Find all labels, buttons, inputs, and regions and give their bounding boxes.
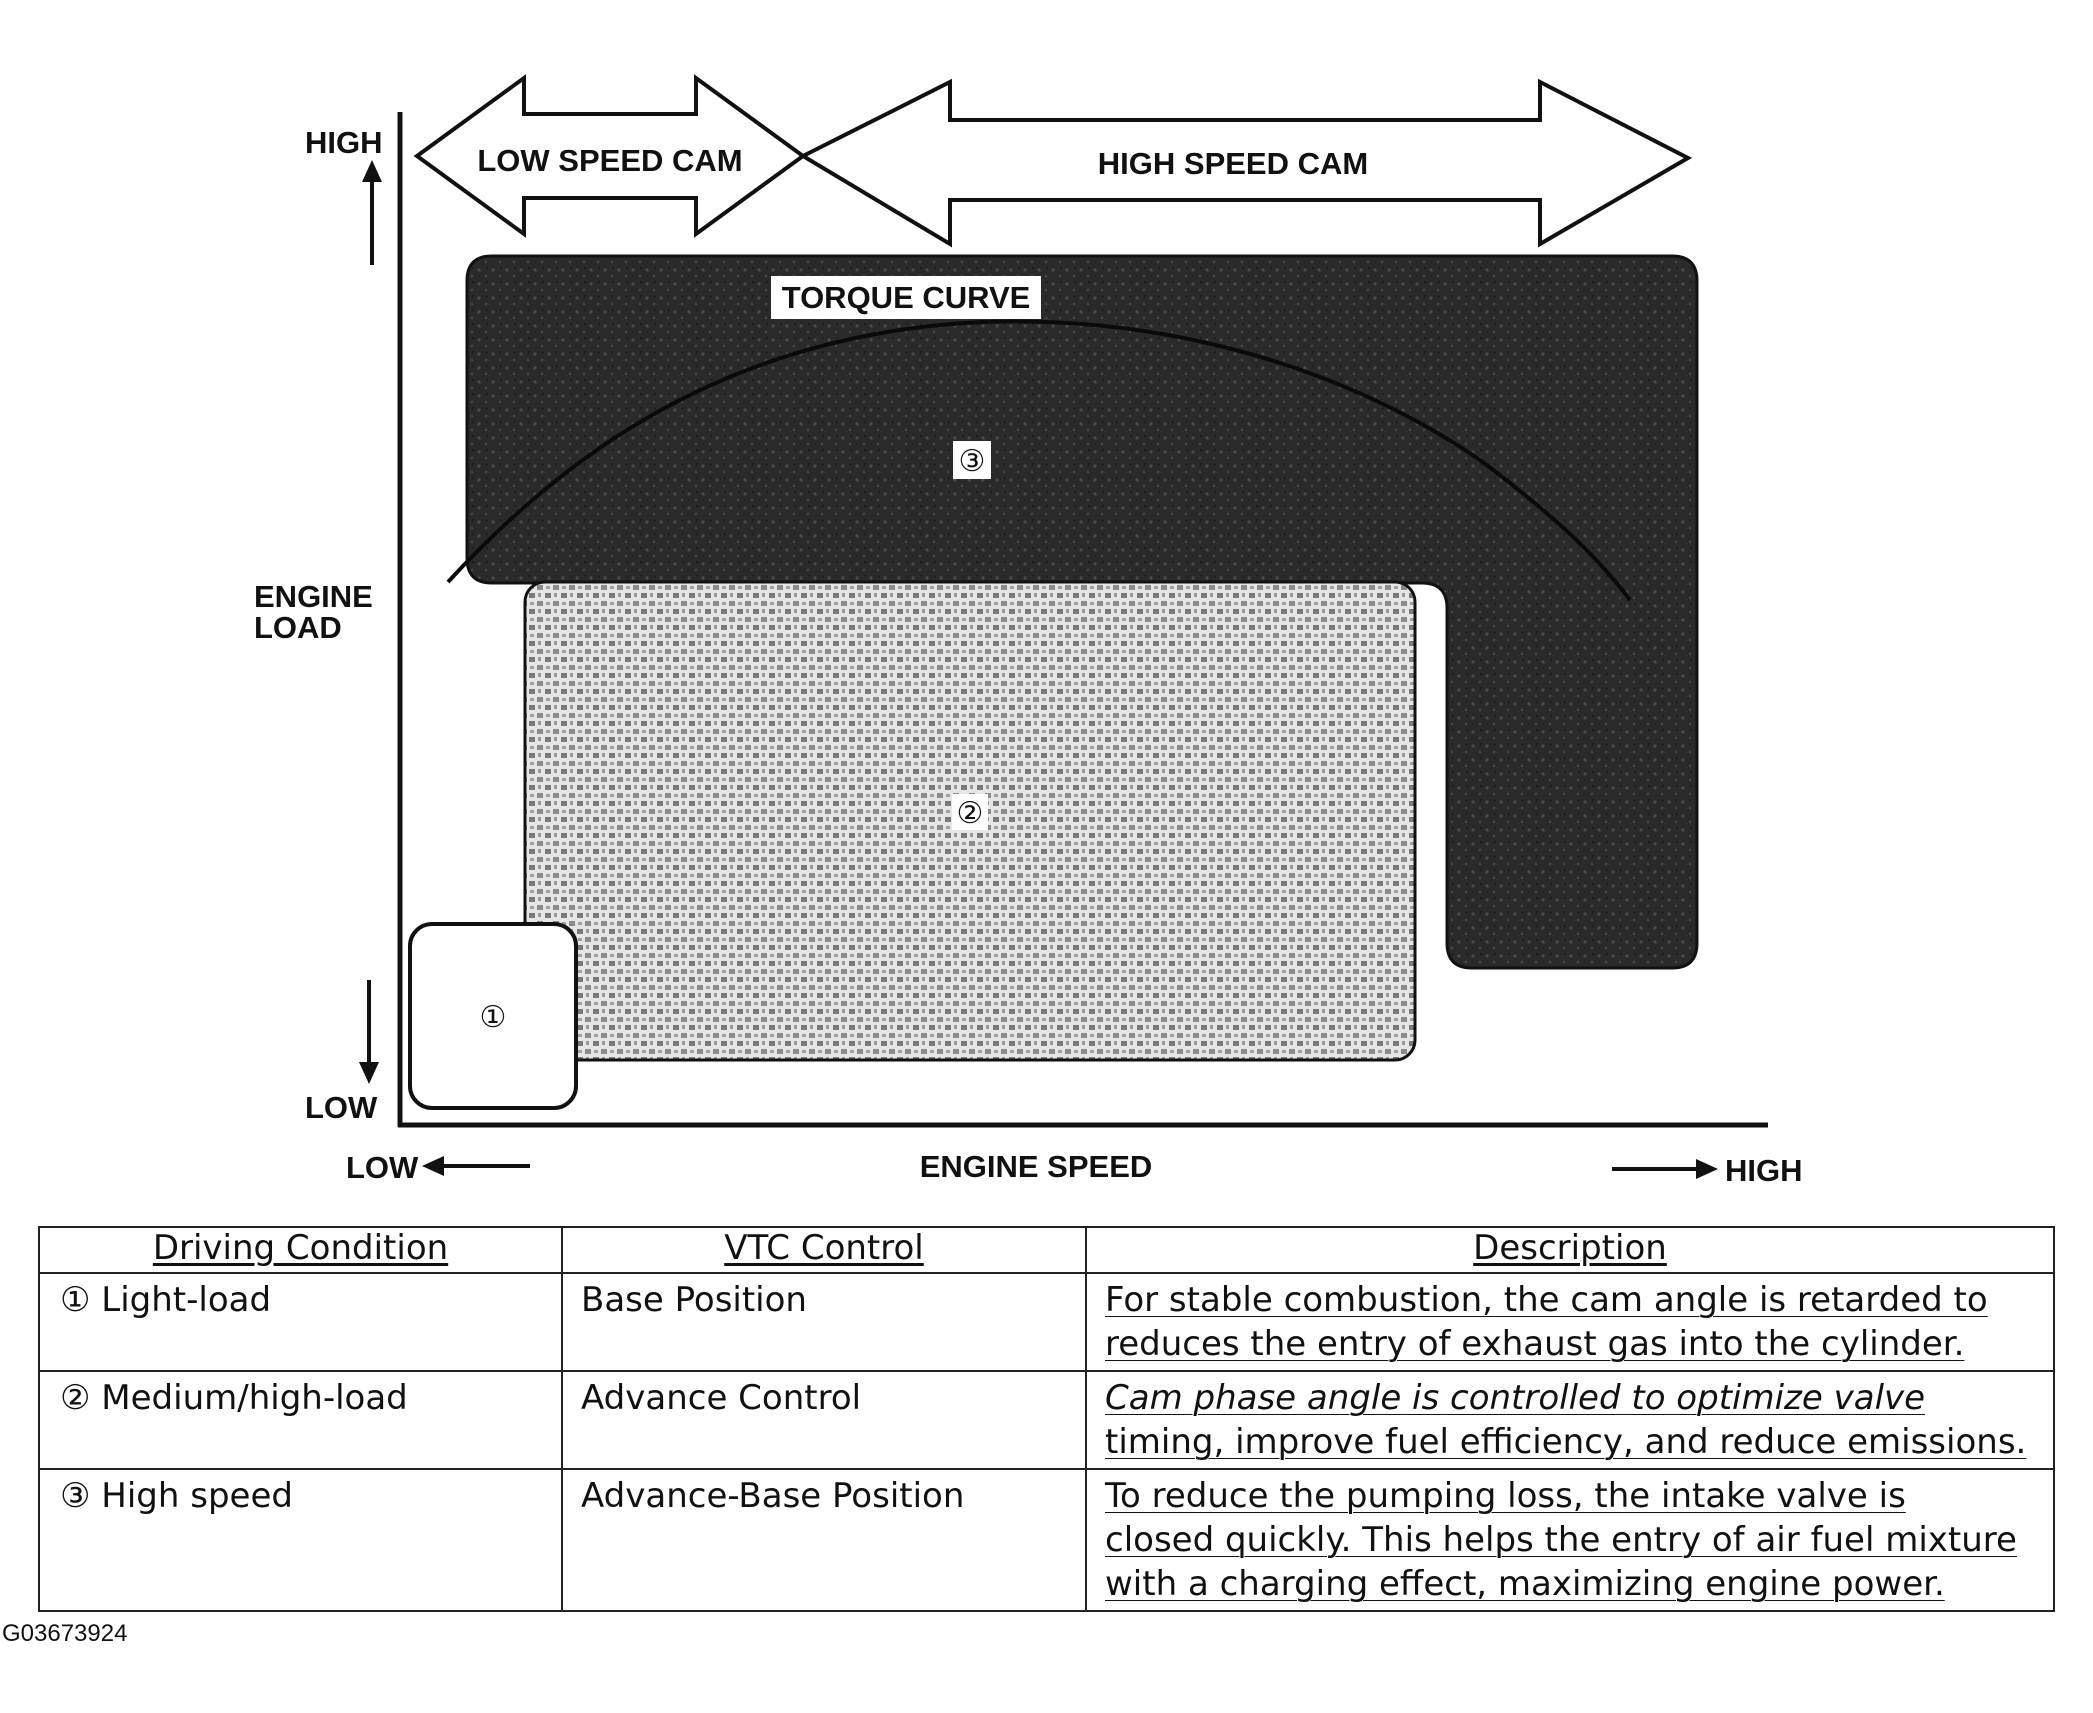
description-line: Cam phase angle is controlled to optimiz… <box>1105 1378 1926 1418</box>
condition-cell: ① Light-load <box>38 1272 563 1372</box>
high-speed-cam-label: HIGH SPEED CAM <box>1098 146 1368 181</box>
table-row: ③ High speed Advance-Base Position To re… <box>38 1468 2055 1612</box>
region-3-marker-box <box>953 441 991 479</box>
description-line: To reduce the pumping loss, the intake v… <box>1105 1476 1906 1516</box>
description-line: timing, improve fuel efficiency, and red… <box>1105 1422 2027 1462</box>
header-driving-condition: Driving Condition <box>38 1226 563 1274</box>
region-2-marker: ② <box>957 796 984 831</box>
torque-curve-label-box <box>771 276 1041 319</box>
description-line: reduces the entry of exhaust gas into th… <box>1105 1324 1965 1364</box>
region-3-marker: ③ <box>959 444 986 479</box>
y-axis-high-label: HIGH <box>305 125 383 160</box>
torque-curve-line <box>446 319 1632 602</box>
table-header-row: Driving Condition VTC Control Descriptio… <box>38 1226 2055 1274</box>
description-cell: Cam phase angle is controlled to optimiz… <box>1085 1370 2055 1470</box>
control-cell: Advance-Base Position <box>561 1468 1087 1612</box>
description-line: with a charging effect, maximizing engin… <box>1105 1564 1945 1604</box>
header-description: Description <box>1085 1226 2055 1274</box>
axes <box>397 112 1768 1128</box>
high-speed-cam-arrow <box>798 78 1693 248</box>
description-line: closed quickly. This helps the entry of … <box>1105 1520 2017 1560</box>
control-cell: Base Position <box>561 1272 1087 1372</box>
torque-curve-label: TORQUE CURVE <box>782 280 1031 315</box>
y-axis-low-label: LOW <box>305 1090 378 1125</box>
x-axis-high-label: HIGH <box>1725 1153 1803 1188</box>
x-axis-right-arrow-icon <box>1612 1159 1718 1179</box>
x-axis-left-arrow-icon <box>422 1156 530 1176</box>
description-cell: To reduce the pumping loss, the intake v… <box>1085 1468 2055 1612</box>
x-axis-title: ENGINE SPEED <box>920 1149 1153 1184</box>
x-axis-low-label: LOW <box>346 1150 419 1185</box>
region-3-high-speed <box>465 254 1699 970</box>
region-2-marker-box <box>952 794 988 830</box>
low-speed-cam-label: LOW SPEED CAM <box>477 143 742 178</box>
y-axis-title-line2: LOAD <box>254 610 342 645</box>
region-1-light-load <box>408 922 578 1110</box>
header-vtc-control: VTC Control <box>561 1226 1087 1274</box>
description-line: For stable combustion, the cam angle is … <box>1105 1280 1988 1320</box>
y-axis-down-arrow-icon <box>359 980 379 1084</box>
figure-id: G03673924 <box>2 1620 128 1647</box>
control-cell: Advance Control <box>561 1370 1087 1470</box>
y-axis-up-arrow-icon <box>362 160 382 265</box>
vtc-control-table: Driving Condition VTC Control Descriptio… <box>38 1226 2055 1612</box>
table-row: ① Light-load Base Position For stable co… <box>38 1272 2055 1372</box>
y-axis-title-line1: ENGINE <box>254 579 373 614</box>
condition-cell: ② Medium/high-load <box>38 1370 563 1470</box>
description-cell: For stable combustion, the cam angle is … <box>1085 1272 2055 1372</box>
region-1-marker: ① <box>480 1000 507 1035</box>
condition-cell: ③ High speed <box>38 1468 563 1612</box>
table-row: ② Medium/high-load Advance Control Cam p… <box>38 1370 2055 1470</box>
vtc-operating-diagram: HIGH ENGINE LOAD LOW LOW ENGINE SPEED HI… <box>254 74 1803 1188</box>
